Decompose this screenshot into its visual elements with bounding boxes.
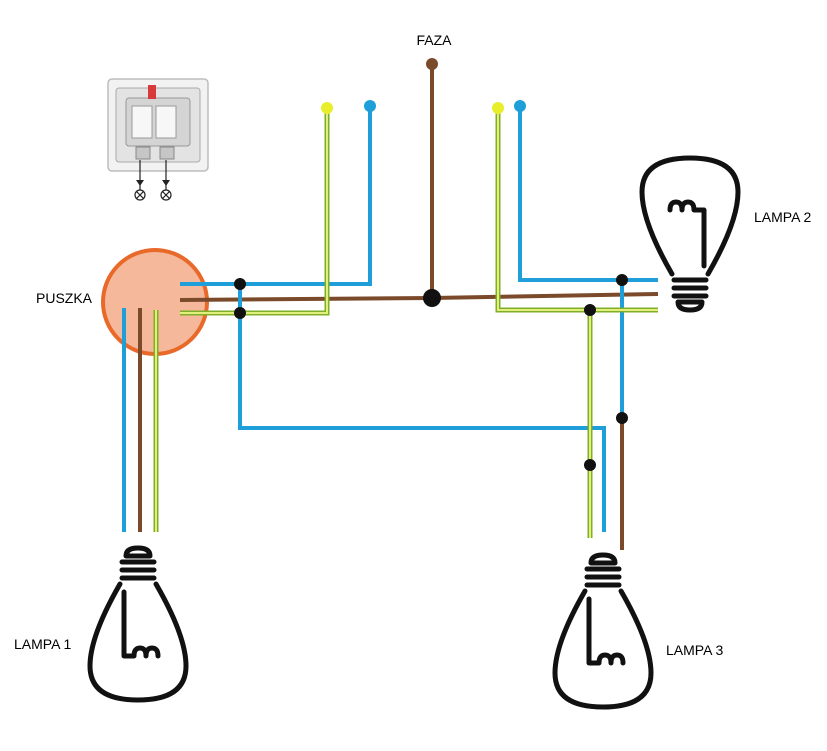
faza-label: FAZA: [416, 32, 452, 48]
earth-terminal: [492, 102, 504, 114]
earth-wire-right: [495, 108, 658, 313]
junction-node: [616, 412, 628, 424]
junction-node: [584, 459, 596, 471]
neutral-terminal: [514, 100, 526, 112]
phase-wire-main: [179, 292, 659, 302]
neutral-wire-loop: [238, 284, 606, 532]
junction-node: [616, 274, 628, 286]
junction-node: [234, 278, 246, 290]
neutral-terminal: [364, 100, 376, 112]
light-bulb-icon: [639, 155, 741, 313]
neutral-wire-right: [518, 106, 658, 282]
earth-wire-left: [180, 108, 330, 316]
junction-node: [234, 307, 246, 319]
lamp-symbol-icon: [160, 189, 172, 201]
lamp-symbol-icon: [134, 189, 146, 201]
puszka-label: PUSZKA: [36, 290, 93, 306]
earth-terminal: [321, 102, 333, 114]
light-bulb-icon: [552, 552, 654, 710]
light-bulb-icon: [87, 545, 189, 703]
phase-terminal: [426, 58, 438, 70]
lampa-1-label: LAMPA 1: [14, 636, 72, 652]
lampa-2-label: LAMPA 2: [754, 209, 812, 225]
lampa-3-label: LAMPA 3: [666, 642, 724, 658]
main-junction-node: [423, 289, 441, 307]
wall-switch-icon: [107, 78, 209, 201]
junction-node: [584, 304, 596, 316]
